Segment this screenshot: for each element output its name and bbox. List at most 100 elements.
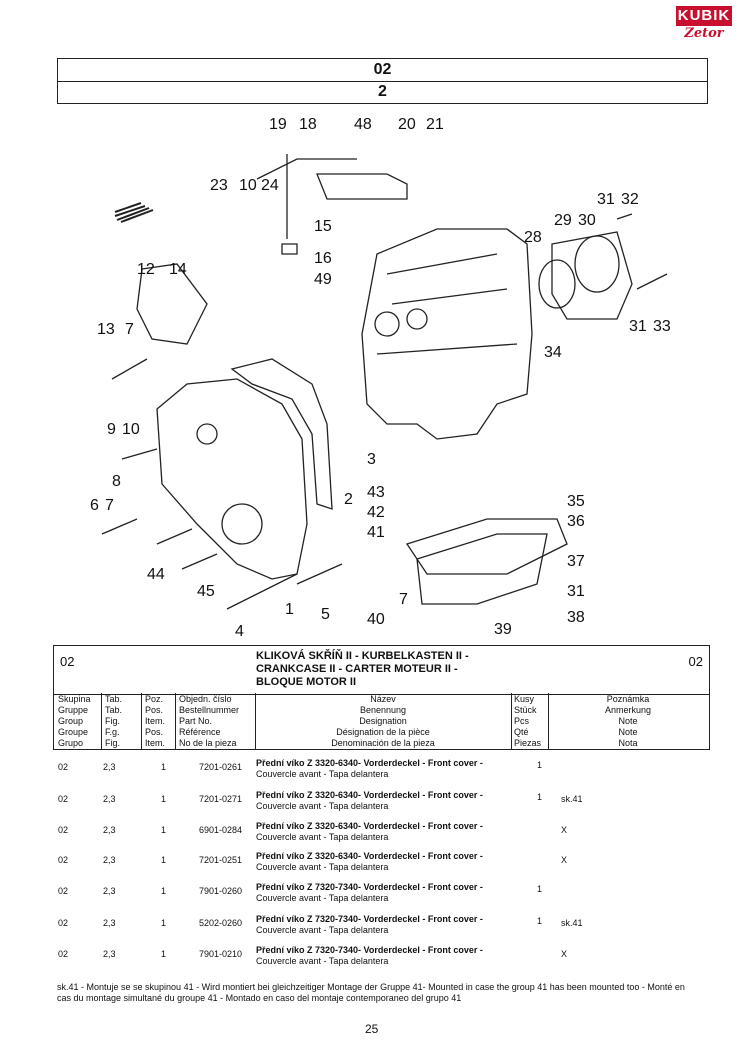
callout-label: 13 bbox=[97, 321, 115, 338]
cell-note: sk.41 bbox=[561, 918, 583, 928]
section-title: KLIKOVÁ SKŘÍŇ II - KURBELKASTEN II - CRA… bbox=[256, 650, 469, 689]
section-left-code: 02 bbox=[60, 654, 75, 669]
callout-label: 31 bbox=[567, 583, 585, 600]
callout-label: 15 bbox=[314, 218, 332, 235]
cell-table: 2,3 bbox=[103, 794, 116, 804]
cell-table: 2,3 bbox=[103, 949, 116, 959]
callout-label: 28 bbox=[524, 229, 542, 246]
section-title-line: CRANKCASE II - CARTER MOTEUR II - bbox=[256, 663, 458, 675]
cell-qty: 1 bbox=[537, 884, 543, 894]
callout-label: 9 bbox=[107, 421, 116, 438]
cell-pos: 1 bbox=[161, 794, 167, 804]
description-line: Přední víko Z 3320-6340- Vorderdeckel - … bbox=[256, 851, 483, 861]
cell-description: Přední víko Z 7320-7340- Vorderdeckel - … bbox=[256, 914, 483, 936]
cell-description: Přední víko Z 3320-6340- Vorderdeckel - … bbox=[256, 821, 483, 843]
callout-label: 24 bbox=[261, 177, 279, 194]
cell-pos: 1 bbox=[161, 886, 167, 896]
exploded-parts-diagram: 1 2 3 4 5 6 7 7 7 8 9 10 10 12 13 14 15 … bbox=[90, 116, 671, 640]
callout-label: 45 bbox=[197, 583, 215, 600]
description-line: Přední víko Z 3320-6340- Vorderdeckel - … bbox=[256, 758, 483, 768]
logo-zetor-text: Zetor bbox=[684, 26, 724, 41]
callout-label: 2 bbox=[344, 491, 353, 508]
callout-label: 7 bbox=[399, 591, 408, 608]
group-code-header: 02 bbox=[57, 58, 708, 82]
callout-label: 34 bbox=[544, 344, 562, 361]
cell-description: Přední víko Z 7320-7340- Vorderdeckel - … bbox=[256, 945, 483, 967]
table-row: 02 2,3 1 7201-0261 1 Přední víko Z 3320-6340-… bbox=[53, 758, 708, 786]
description-line: Přední víko Z 7320-7340- Vorderdeckel - … bbox=[256, 914, 483, 924]
callout-label: 7 bbox=[105, 497, 114, 514]
cell-part-number: 5202-0260 bbox=[199, 918, 243, 928]
description-line: Couvercle avant - Tapa delantera bbox=[256, 769, 389, 779]
cell-description: Přední víko Z 3320-6340- Vorderdeckel - … bbox=[256, 851, 483, 873]
logo-kubik-text: KUBIK bbox=[676, 6, 732, 26]
callout-label: 35 bbox=[567, 493, 585, 510]
callout-label: 38 bbox=[567, 609, 585, 626]
cell-table: 2,3 bbox=[103, 855, 116, 865]
section-title-line: KLIKOVÁ SKŘÍŇ II - KURBELKASTEN II - bbox=[256, 650, 469, 662]
description-line: Přední víko Z 3320-6340- Vorderdeckel - … bbox=[256, 821, 483, 831]
cell-note: X bbox=[561, 855, 568, 865]
callout-label: 8 bbox=[112, 473, 121, 490]
section-title-line: BLOQUE MOTOR II bbox=[256, 676, 357, 688]
cell-group: 02 bbox=[58, 886, 69, 896]
callout-label: 37 bbox=[567, 553, 585, 570]
callout-label: 40 bbox=[367, 611, 385, 628]
cell-note: X bbox=[561, 825, 568, 835]
cell-pos: 1 bbox=[161, 762, 167, 772]
cell-group: 02 bbox=[58, 794, 69, 804]
callout-label: 21 bbox=[426, 116, 444, 133]
callout-label: 33 bbox=[653, 318, 671, 335]
cell-part-number: 7201-0261 bbox=[199, 762, 243, 772]
brand-logo: KUBIK Zetor bbox=[676, 6, 732, 48]
cell-group: 02 bbox=[58, 855, 69, 865]
callout-label: 44 bbox=[147, 566, 165, 583]
callout-label: 6 bbox=[90, 497, 99, 514]
sub-code-header: 2 bbox=[57, 81, 708, 104]
cell-table: 2,3 bbox=[103, 918, 116, 928]
callout-label: 41 bbox=[367, 524, 385, 541]
callout-label: 39 bbox=[494, 621, 512, 638]
callout-label: 42 bbox=[367, 504, 385, 521]
table-row: 02 2,3 1 7201-0271 1 sk.41 Přední víko Z 3320-… bbox=[53, 790, 708, 818]
section-header: 02 KLIKOVÁ SKŘÍŇ II - KURBELKASTEN II - … bbox=[53, 645, 710, 695]
cell-part-number: 7901-0260 bbox=[199, 886, 243, 896]
cell-pos: 1 bbox=[161, 825, 167, 835]
cell-part-number: 7201-0271 bbox=[199, 794, 243, 804]
callout-label: 20 bbox=[398, 116, 416, 133]
cell-qty: 1 bbox=[537, 760, 543, 770]
description-line: Přední víko Z 7320-7340- Vorderdeckel - … bbox=[256, 882, 483, 892]
cell-group: 02 bbox=[58, 762, 69, 772]
cell-qty: 1 bbox=[537, 792, 543, 802]
callout-label: 5 bbox=[321, 606, 330, 623]
callout-label: 12 bbox=[137, 261, 155, 278]
cell-group: 02 bbox=[58, 825, 69, 835]
description-line: Couvercle avant - Tapa delantera bbox=[256, 893, 389, 903]
cell-part-number: 7901-0210 bbox=[199, 949, 243, 959]
col-table-header: Tab.Tab.Fig.F.g.Fig. bbox=[105, 694, 123, 748]
cell-part-number: 7201-0251 bbox=[199, 855, 243, 865]
callout-label: 19 bbox=[269, 116, 287, 133]
callout-label: 36 bbox=[567, 513, 585, 530]
cell-pos: 1 bbox=[161, 949, 167, 959]
cell-table: 2,3 bbox=[103, 762, 116, 772]
callout-label: 3 bbox=[367, 451, 376, 468]
cell-description: Přední víko Z 3320-6340- Vorderdeckel - … bbox=[256, 790, 483, 812]
callout-label: 10 bbox=[239, 177, 257, 194]
description-line: Couvercle avant - Tapa delantera bbox=[256, 925, 389, 935]
cell-note: sk.41 bbox=[561, 794, 583, 804]
description-line: Couvercle avant - Tapa delantera bbox=[256, 801, 389, 811]
callout-label: 31 bbox=[597, 191, 615, 208]
description-line: Couvercle avant - Tapa delantera bbox=[256, 832, 389, 842]
cell-pos: 1 bbox=[161, 918, 167, 928]
callout-label: 29 bbox=[554, 212, 572, 229]
cell-note: X bbox=[561, 949, 568, 959]
cell-description: Přední víko Z 7320-7340- Vorderdeckel - … bbox=[256, 882, 483, 904]
